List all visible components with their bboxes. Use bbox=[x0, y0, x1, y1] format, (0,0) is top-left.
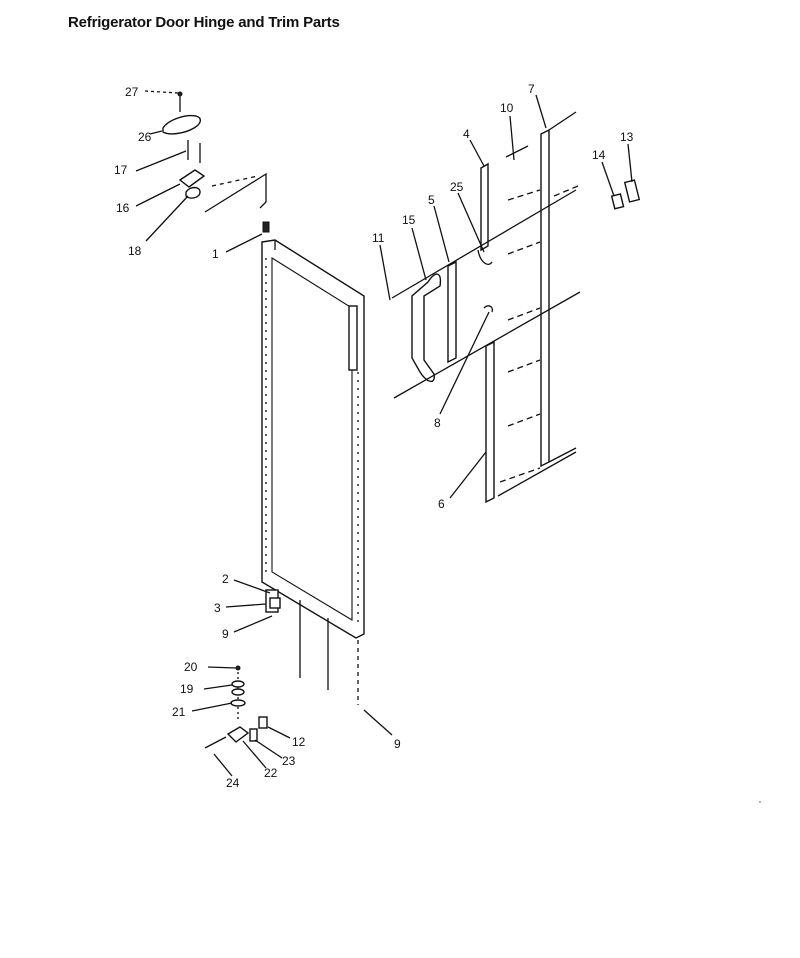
callout-10: 10 bbox=[500, 101, 514, 115]
callout-17: 17 bbox=[114, 163, 128, 177]
callout-4: 4 bbox=[463, 127, 470, 141]
door-panel bbox=[261, 239, 365, 639]
callout-8: 8 bbox=[434, 416, 441, 430]
callout-21: 21 bbox=[172, 705, 186, 719]
callout-22: 22 bbox=[264, 766, 278, 780]
callout-12: 12 bbox=[292, 735, 306, 749]
callout-23: 23 bbox=[282, 754, 296, 768]
speck-mark bbox=[759, 801, 761, 803]
callout-13: 13 bbox=[620, 130, 634, 144]
leader-lines bbox=[135, 94, 633, 777]
callout-27: 27 bbox=[125, 85, 139, 99]
callout-7: 7 bbox=[528, 82, 535, 96]
callout-14: 14 bbox=[592, 148, 606, 162]
callout-19: 19 bbox=[180, 682, 194, 696]
callout-labels: 27 26 17 16 18 1 2 3 9 20 19 21 12 22 23… bbox=[114, 82, 634, 790]
callout-9-upper: 9 bbox=[222, 627, 229, 641]
diagram-title: Refrigerator Door Hinge and Trim Parts bbox=[68, 14, 340, 31]
bottom-hinge-assembly bbox=[204, 589, 359, 749]
callout-15: 15 bbox=[402, 213, 416, 227]
callout-20: 20 bbox=[184, 660, 198, 674]
callout-5: 5 bbox=[428, 193, 435, 207]
trim-assembly bbox=[391, 111, 641, 504]
callout-18: 18 bbox=[128, 244, 142, 258]
callout-11: 11 bbox=[372, 231, 385, 245]
callout-2: 2 bbox=[222, 572, 229, 586]
callout-24: 24 bbox=[226, 776, 240, 790]
callout-25: 25 bbox=[450, 180, 464, 194]
callout-6: 6 bbox=[438, 497, 445, 511]
top-hinge-assembly bbox=[144, 90, 270, 233]
callout-3: 3 bbox=[214, 601, 221, 615]
callout-16: 16 bbox=[116, 201, 130, 215]
callout-1: 1 bbox=[212, 247, 219, 261]
callout-9-lower: 9 bbox=[394, 737, 401, 751]
callout-26: 26 bbox=[138, 130, 152, 144]
